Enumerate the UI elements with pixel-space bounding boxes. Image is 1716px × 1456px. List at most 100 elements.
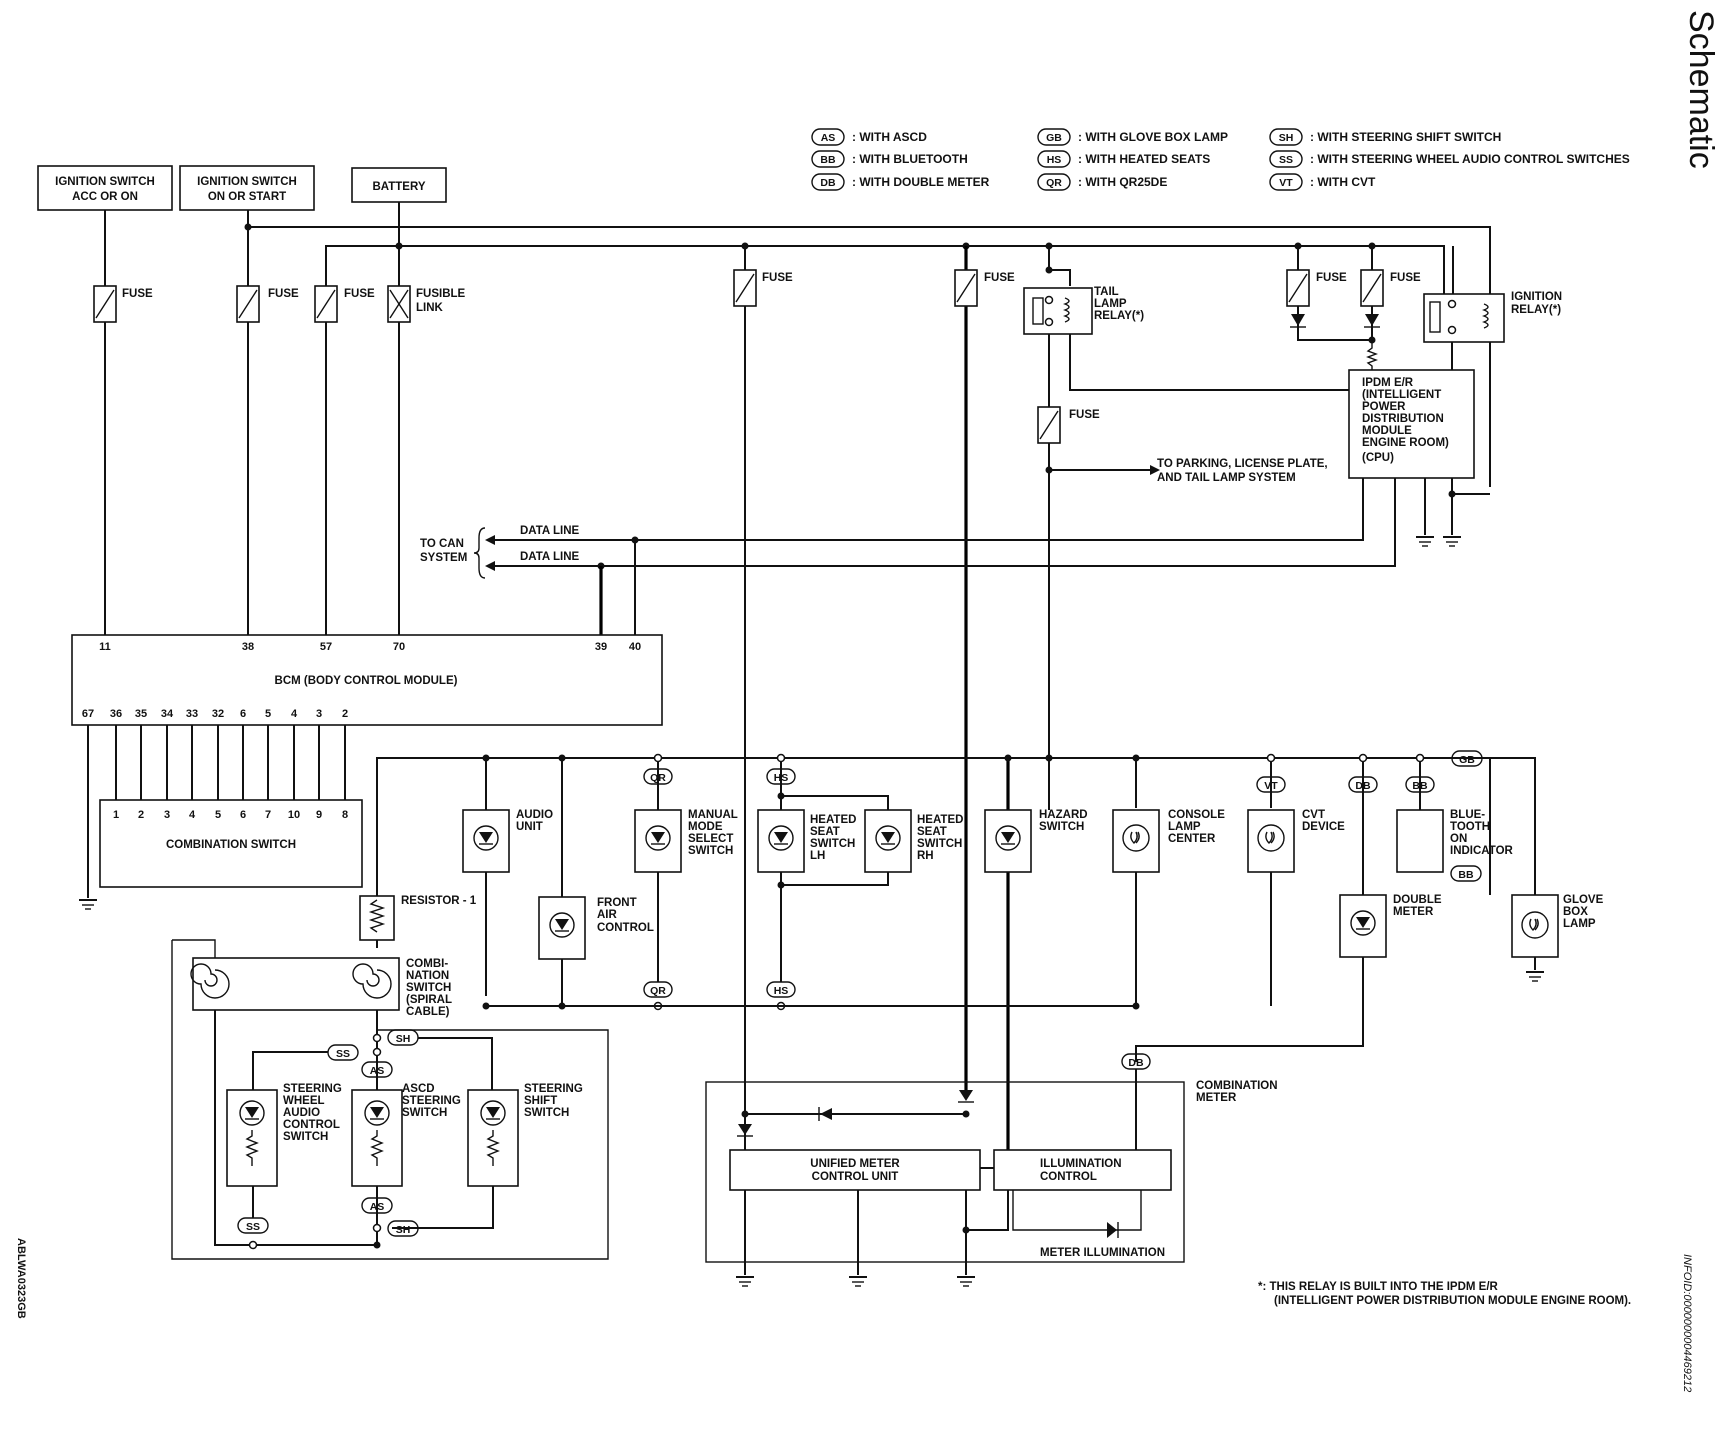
svg-text:LINK: LINK bbox=[416, 302, 444, 314]
svg-text:WHEEL: WHEEL bbox=[283, 1095, 325, 1107]
svg-text:METER ILLUMINATION: METER ILLUMINATION bbox=[1040, 1247, 1165, 1259]
svg-text:SH: SH bbox=[396, 1224, 411, 1236]
svg-text:11: 11 bbox=[99, 641, 111, 653]
to-parking-label: TO PARKING, LICENSE PLATE, bbox=[1157, 458, 1328, 470]
fusible-link: FUSIBLE LINK bbox=[387, 285, 466, 323]
combination-switch-spiral-cable: COMBI- NATION SWITCH (SPIRAL CABLE) bbox=[190, 957, 452, 1018]
svg-text:5: 5 bbox=[215, 809, 221, 821]
svg-text:FUSE: FUSE bbox=[122, 288, 153, 300]
fuse-battery: FUSE bbox=[314, 285, 375, 323]
svg-text:SWITCH: SWITCH bbox=[810, 838, 855, 850]
svg-text:38: 38 bbox=[242, 641, 254, 653]
tag-bb-top: BB bbox=[1405, 776, 1435, 793]
tag-qr-bottom: QR bbox=[643, 981, 673, 998]
illumination-control: ILLUMINATION CONTROL bbox=[993, 1149, 1172, 1191]
svg-text:DB: DB bbox=[1128, 1057, 1144, 1069]
tag-as-bottom: AS bbox=[361, 1197, 393, 1214]
svg-text:BB: BB bbox=[1412, 780, 1428, 792]
svg-text:CVT: CVT bbox=[1302, 809, 1325, 821]
svg-text:FUSE: FUSE bbox=[762, 272, 793, 284]
fuse-ipdm-1: FUSE bbox=[1286, 269, 1347, 328]
tag-sh-bottom: SH bbox=[387, 1220, 419, 1237]
legend-item-db: DB : WITH DOUBLE METER bbox=[811, 173, 990, 191]
svg-text:8: 8 bbox=[342, 809, 348, 821]
svg-text:LH: LH bbox=[810, 850, 825, 862]
svg-text:METER: METER bbox=[1393, 906, 1434, 918]
svg-text:SS: SS bbox=[1279, 154, 1293, 166]
ign-on-bus bbox=[247, 210, 1491, 487]
svg-text:SWITCH: SWITCH bbox=[402, 1107, 447, 1119]
svg-text:AS: AS bbox=[370, 1201, 385, 1213]
legend-as-text: : WITH ASCD bbox=[852, 130, 927, 144]
svg-text:COMBI-: COMBI- bbox=[406, 958, 448, 970]
svg-text:LAMP: LAMP bbox=[1168, 821, 1201, 833]
tag-ss-top: SS bbox=[327, 1044, 359, 1061]
glove-box-lamp: GLOVE BOX LAMP bbox=[1511, 894, 1604, 958]
tag-hs-top: HS bbox=[766, 768, 796, 785]
svg-text:GB: GB bbox=[1046, 132, 1062, 144]
svg-text:4: 4 bbox=[291, 708, 298, 720]
fuse-ipdm-2: FUSE bbox=[1360, 269, 1421, 328]
legend-item-bb: BB : WITH BLUETOOTH bbox=[811, 150, 968, 168]
ascd-steering-switch: ASCD STEERING SWITCH bbox=[351, 1083, 461, 1187]
svg-text:67: 67 bbox=[82, 708, 94, 720]
svg-text:CONTROL UNIT: CONTROL UNIT bbox=[812, 1171, 899, 1183]
unified-meter-control-unit: UNIFIED METER CONTROL UNIT bbox=[729, 1149, 981, 1191]
svg-text:2: 2 bbox=[342, 708, 348, 720]
svg-text:INDICATOR: INDICATOR bbox=[1450, 845, 1514, 857]
tag-hs-bottom: HS bbox=[766, 981, 796, 998]
svg-text:SS: SS bbox=[246, 1221, 260, 1233]
svg-text:LAMP: LAMP bbox=[1094, 298, 1127, 310]
svg-text:33: 33 bbox=[186, 708, 198, 720]
svg-text:CABLE): CABLE) bbox=[406, 1006, 450, 1018]
svg-text:LAMP: LAMP bbox=[1563, 918, 1596, 930]
audio-unit: AUDIO UNIT bbox=[462, 809, 553, 873]
steering-shift-switch: STEERING SHIFT SWITCH bbox=[467, 1083, 583, 1187]
svg-text:AUDIO: AUDIO bbox=[283, 1107, 320, 1119]
fuse-meter-ign: FUSE bbox=[733, 269, 793, 307]
svg-text:SWITCH: SWITCH bbox=[917, 838, 962, 850]
svg-text:IGNITION SWITCH: IGNITION SWITCH bbox=[55, 176, 155, 188]
legend-vt-text: : WITH CVT bbox=[1310, 175, 1376, 189]
page-title: Schematic bbox=[1682, 10, 1716, 169]
svg-text:HS: HS bbox=[774, 772, 789, 784]
svg-text:6: 6 bbox=[240, 809, 246, 821]
fuse-ign-on: FUSE bbox=[236, 285, 299, 323]
hazard-switch: HAZARD SWITCH bbox=[984, 809, 1088, 873]
svg-text:36: 36 bbox=[110, 708, 122, 720]
tag-ss-bottom: SS bbox=[237, 1217, 269, 1234]
svg-text:VT: VT bbox=[1279, 177, 1293, 189]
legend-bb-text: : WITH BLUETOOTH bbox=[852, 152, 968, 166]
resistor-1: RESISTOR - 1 bbox=[359, 895, 477, 941]
svg-text:CONSOLE: CONSOLE bbox=[1168, 809, 1225, 821]
ipdm-er-box: IPDM E/R (INTELLIGENT POWER DISTRIBUTION… bbox=[1348, 369, 1475, 479]
tag-bb-bottom: BB bbox=[1450, 865, 1482, 882]
svg-text:SH: SH bbox=[1279, 132, 1294, 144]
svg-text:CENTER: CENTER bbox=[1168, 833, 1216, 845]
tag-db-top: DB bbox=[1348, 776, 1378, 793]
svg-text:(SPIRAL: (SPIRAL bbox=[406, 994, 452, 1006]
svg-text:HS: HS bbox=[1047, 154, 1062, 166]
bluetooth-on-indicator: BLUE- TOOTH ON INDICATOR bbox=[1396, 809, 1514, 873]
bcm-box: BCM (BODY CONTROL MODULE) 11 38 57 70 39… bbox=[71, 634, 663, 726]
legend-hs-text: : WITH HEATED SEATS bbox=[1078, 152, 1210, 166]
legend-item-gb: GB : WITH GLOVE BOX LAMP bbox=[1037, 128, 1228, 146]
svg-text:DEVICE: DEVICE bbox=[1302, 821, 1345, 833]
fuse-tail: FUSE bbox=[1037, 406, 1100, 444]
svg-text:SWITCH: SWITCH bbox=[406, 982, 451, 994]
manual-mode-select-switch: MANUAL MODE SELECT SWITCH bbox=[634, 809, 738, 873]
svg-text:SWITCH: SWITCH bbox=[524, 1107, 569, 1119]
svg-text:ILLUMINATION: ILLUMINATION bbox=[1040, 1158, 1122, 1170]
svg-text:DB: DB bbox=[820, 177, 836, 189]
ignition-relay: IGNITION RELAY(*) bbox=[1423, 291, 1562, 343]
svg-text:SWITCH: SWITCH bbox=[688, 845, 733, 857]
svg-text:SEAT: SEAT bbox=[810, 826, 840, 838]
svg-text:MANUAL: MANUAL bbox=[688, 809, 738, 821]
svg-text:VT: VT bbox=[1264, 780, 1278, 792]
legend-item-vt: VT : WITH CVT bbox=[1269, 173, 1376, 191]
front-air-control: FRONT AIR CONTROL bbox=[538, 896, 654, 960]
legend-item-ss: SS : WITH STEERING WHEEL AUDIO CONTROL S… bbox=[1269, 150, 1630, 168]
svg-text:HAZARD: HAZARD bbox=[1039, 809, 1088, 821]
svg-text:DOUBLE: DOUBLE bbox=[1393, 894, 1442, 906]
